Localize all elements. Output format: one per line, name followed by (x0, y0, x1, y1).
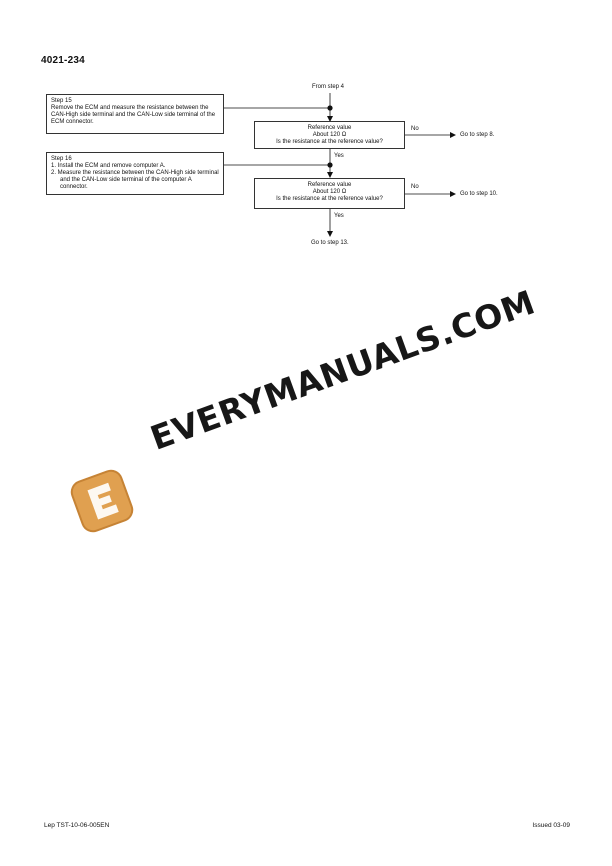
decision1-line3: Is the resistance at the reference value… (276, 139, 383, 145)
step15-box: Step 15 Remove the ECM and measure the r… (46, 94, 224, 134)
step16-title: Step 16 (51, 156, 72, 162)
goto-step10: Go to step 10. (460, 191, 498, 197)
decision2-yes-label: Yes (334, 213, 344, 219)
step15-text: Remove the ECM and measure the resistanc… (51, 105, 216, 125)
step16-item: 1. Install the ECM and remove computer A… (51, 163, 166, 169)
step16-item: 2. Measure the resistance between the CA… (51, 170, 219, 190)
flow-start-label: From step 4 (312, 84, 345, 90)
decision1-line1: Reference value (307, 125, 352, 131)
decision2-box: Reference value About 120 Ω Is the resis… (254, 178, 405, 209)
decision1-box: Reference value About 120 Ω Is the resis… (254, 121, 405, 149)
step16-list: 1. Install the ECM and remove computer A… (51, 163, 219, 191)
footer-issued-date: Issued 03-09 (532, 822, 570, 829)
step16-box: Step 16 1. Install the ECM and remove co… (46, 152, 224, 195)
footer-doc-number: Lep TST-10-06-005EN (44, 822, 110, 829)
junction-dot (327, 105, 333, 111)
goto-step8: Go to step 8. (460, 132, 495, 138)
flow-end-label: Go to step 13. (311, 240, 349, 246)
decision1-no-label: No (411, 126, 419, 132)
decision2-line3: Is the resistance at the reference value… (276, 196, 383, 202)
junction-dot (327, 162, 333, 168)
step15-title: Step 15 (51, 98, 72, 104)
decision2-line1: Reference value (307, 182, 352, 188)
decision2-no-label: No (411, 184, 419, 190)
decision1-yes-label: Yes (334, 153, 344, 159)
decision1-line2: About 120 Ω (312, 132, 347, 138)
document-code: 4021-234 (41, 55, 85, 66)
watermark-logo-icon (70, 469, 134, 533)
decision2-line2: About 120 Ω (312, 189, 347, 195)
